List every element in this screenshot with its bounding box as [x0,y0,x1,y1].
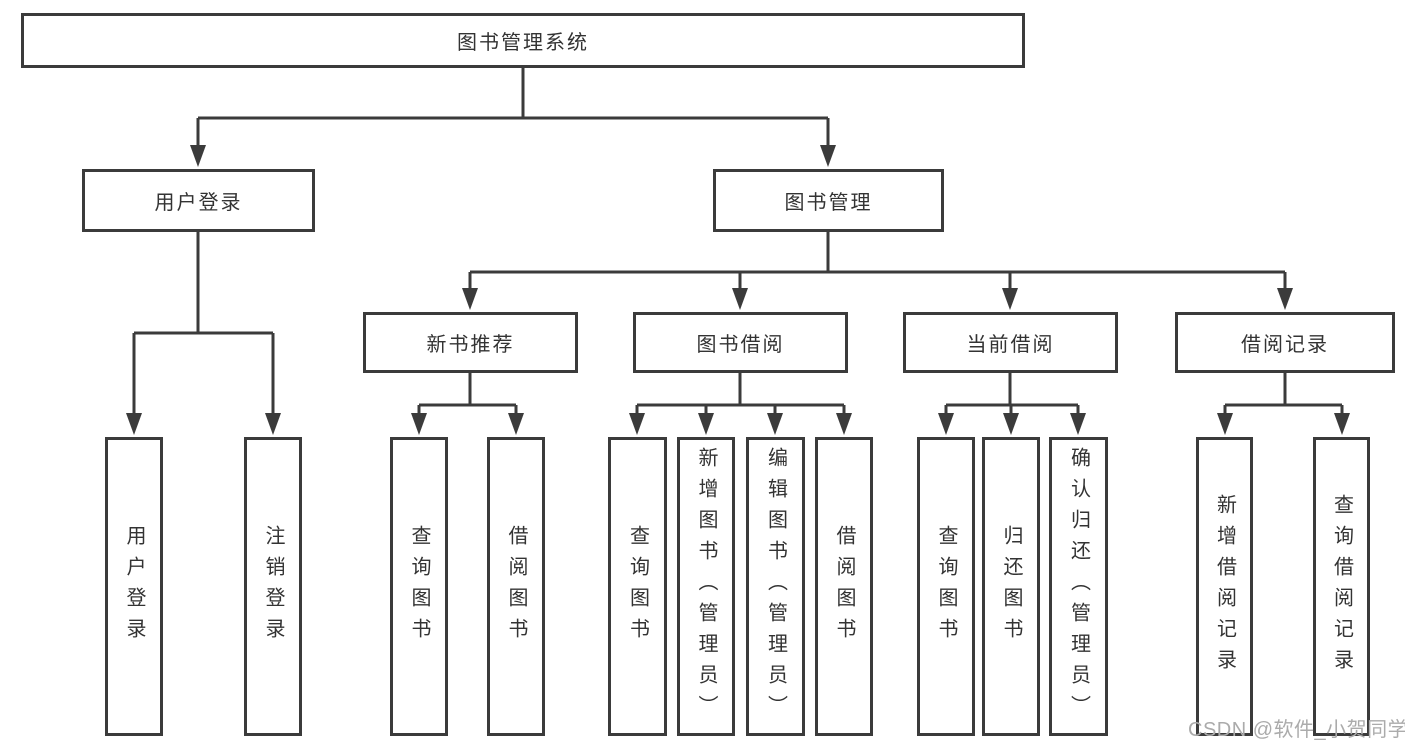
node-new-book-recommend: 新书推荐 [363,312,578,373]
leaf-label: 确认归还（管理员） [1067,447,1090,726]
leaf-label: 借阅图书 [505,524,527,649]
leaf-label: 查询图书 [935,524,957,649]
arrowhead-group [126,145,1350,435]
leaf-borrow-books-2: 借阅图书 [815,437,873,736]
node-label: 图书借阅 [696,334,785,356]
leaf-label: 归还图书 [1000,524,1022,649]
node-book-borrow: 图书借阅 [633,312,848,373]
leaf-query-books-2: 查询图书 [608,437,667,736]
leaf-label: 借阅图书 [833,524,855,649]
leaf-label: 查询图书 [408,524,430,649]
leaf-query-borrow-record: 查询借阅记录 [1313,437,1370,736]
leaf-label: 注销登录 [262,524,284,649]
node-label: 借阅记录 [1241,334,1329,356]
leaf-return-books: 归还图书 [982,437,1040,736]
leaf-user-login: 用户登录 [105,437,163,736]
leaf-logout: 注销登录 [244,437,302,736]
csdn-watermark: CSDN @软件_小贺同学 [1188,719,1405,741]
leaf-add-borrow-record: 新增借阅记录 [1196,437,1253,736]
node-user-login: 用户登录 [82,169,315,232]
node-label: 新书推荐 [426,334,515,356]
node-label: 用户登录 [154,192,243,214]
leaf-label: 新增图书（管理员） [695,447,717,726]
leaf-label: 用户登录 [123,524,145,649]
leaf-add-books-admin: 新增图书（管理员） [677,437,735,736]
node-root: 图书管理系统 [21,13,1025,68]
node-borrow-records: 借阅记录 [1175,312,1395,373]
node-book-management: 图书管理 [713,169,944,232]
node-label: 当前借阅 [966,334,1055,356]
leaf-label: 查询借阅记录 [1330,493,1353,680]
leaf-label: 编辑图书（管理员） [764,447,787,726]
node-current-borrow: 当前借阅 [903,312,1118,373]
leaf-label: 查询图书 [626,524,649,649]
leaf-confirm-return-admin: 确认归还（管理员） [1049,437,1108,736]
leaf-query-books-1: 查询图书 [390,437,448,736]
node-label: 图书管理 [784,192,873,214]
leaf-query-books-3: 查询图书 [917,437,975,736]
leaf-borrow-books-1: 借阅图书 [487,437,545,736]
leaf-edit-books-admin: 编辑图书（管理员） [746,437,805,736]
node-label: 图书管理系统 [457,32,589,54]
leaf-label: 新增借阅记录 [1213,493,1236,680]
